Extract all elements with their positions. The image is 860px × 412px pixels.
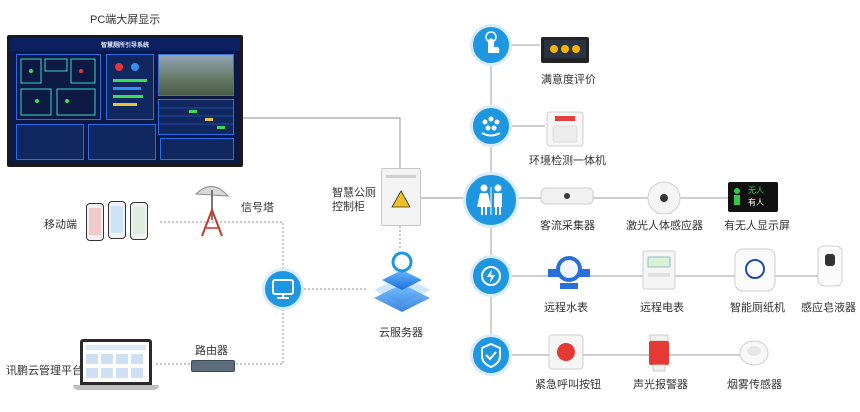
laptop-base xyxy=(73,385,159,390)
phone-2 xyxy=(108,201,126,239)
router-label: 路由器 xyxy=(195,345,228,357)
water-meter-label: 远程水表 xyxy=(544,302,588,314)
mobile-label: 移动端 xyxy=(44,219,77,231)
pc-data-table xyxy=(158,99,234,135)
pc-floor-map xyxy=(16,54,101,120)
control-cabinet xyxy=(381,168,421,226)
occupancy-display-label: 有无人显示屏 xyxy=(724,220,790,232)
shield-icon xyxy=(481,342,501,369)
pc-bottom-panel-3 xyxy=(160,138,234,160)
signal-tower-label: 信号塔 xyxy=(241,202,274,214)
alarm-label: 声光报警器 xyxy=(633,379,688,391)
touch-icon xyxy=(485,31,500,53)
pc-screen-title: 智慧厕所引导系统 xyxy=(100,43,149,49)
pc-status-panel xyxy=(106,54,154,120)
laser-sensor-icon xyxy=(647,181,681,215)
water-meter-icon xyxy=(548,256,590,289)
toilet-category-circle xyxy=(463,172,519,228)
pc-screen-label: PC端大屏显示 xyxy=(90,14,161,26)
paper-dispenser-label: 智能厕纸机 xyxy=(730,302,785,314)
cloud-platform-label: 讯鹏云管理平台 xyxy=(6,365,83,377)
satisfaction-terminal-icon xyxy=(541,37,589,63)
monitor-icon xyxy=(272,279,294,299)
env-icon xyxy=(481,116,501,137)
touch-category-circle xyxy=(470,24,512,66)
pc-bottom-panel-2 xyxy=(88,124,156,160)
emergency-button-label: 紧急呼叫按钮 xyxy=(535,379,601,391)
warning-icon xyxy=(386,175,416,208)
control-cabinet-label: 智慧公厕 控制柜 xyxy=(332,187,376,213)
pc-bottom-panel-1 xyxy=(16,124,84,160)
restroom-icon xyxy=(477,184,502,215)
cloud-server-label: 云服务器 xyxy=(379,327,423,339)
dashboard-icon xyxy=(86,345,146,378)
paper-dispenser-icon xyxy=(734,248,776,292)
floor-map-icon xyxy=(20,58,96,116)
safety-category-circle xyxy=(470,334,512,376)
electric-meter-label: 远程电表 xyxy=(640,302,684,314)
status-icons xyxy=(113,63,147,106)
passenger-counter-icon xyxy=(540,187,594,205)
smoke-sensor-label: 烟雾传感器 xyxy=(727,379,782,391)
table-grid xyxy=(159,107,233,129)
environment-monitor-icon xyxy=(546,111,584,147)
occupancy-display-device: 无人 有人 xyxy=(728,182,778,212)
occupancy-status-2: 有人 xyxy=(748,198,764,207)
occupancy-status-1: 无人 xyxy=(748,186,764,195)
pc-screen-header xyxy=(10,38,240,51)
pc-building-photo xyxy=(158,54,234,96)
signal-tower-icon xyxy=(194,186,230,237)
soap-dispenser-icon xyxy=(817,245,843,287)
emergency-button-icon xyxy=(548,334,584,370)
satisfaction-label: 满意度评价 xyxy=(541,74,596,86)
laser-sensor-label: 激光人体感应器 xyxy=(626,220,703,232)
energy-category-circle xyxy=(470,255,512,297)
soap-dispenser-label: 感应皂液器 xyxy=(801,302,856,314)
phone-3 xyxy=(130,202,148,240)
network-hub xyxy=(262,268,304,310)
passenger-counter-label: 客流采集器 xyxy=(540,220,595,232)
smoke-sensor-icon xyxy=(739,340,769,366)
env-monitor-label: 环境检测一体机 xyxy=(529,155,606,167)
phone-1 xyxy=(86,203,104,241)
electric-meter-icon xyxy=(642,250,676,290)
environment-category-circle xyxy=(470,105,512,147)
router-device xyxy=(191,360,235,372)
pc-screen-display: 智慧厕所引导系统 xyxy=(7,35,243,167)
cloud-server-icon xyxy=(374,251,430,312)
alarm-icon xyxy=(649,334,669,372)
laptop-screen xyxy=(80,339,152,385)
energy-icon xyxy=(481,266,501,286)
person-icon xyxy=(734,188,740,205)
